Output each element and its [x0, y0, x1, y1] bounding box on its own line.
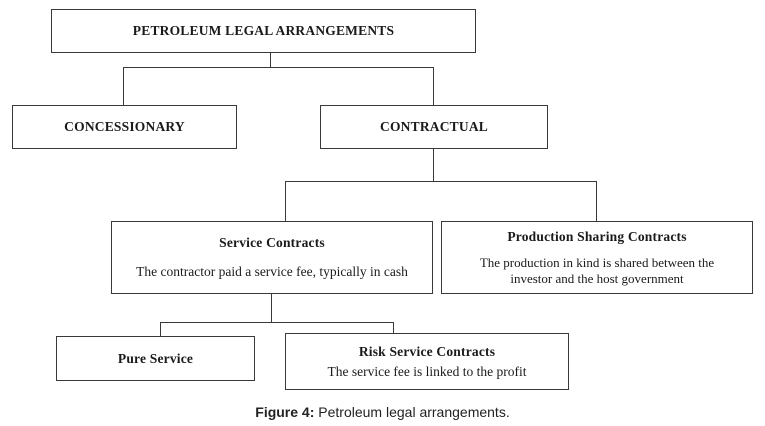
service-contracts-description: The contractor paid a service fee, typic… [136, 264, 408, 279]
production-sharing-description-line1: The production in kind is shared between… [479, 254, 715, 270]
figure-caption: Figure 4: Petroleum legal arrangements. [0, 404, 765, 420]
concessionary-title: CONCESSIONARY [64, 119, 185, 134]
root-title: PETROLEUM LEGAL ARRANGEMENTS [132, 23, 395, 38]
contractual-box: CONTRACTUAL [320, 105, 548, 149]
risk-service-description: The service fee is linked to the profit [327, 363, 527, 379]
connector-to-production-sharing [596, 181, 597, 221]
connector-to-concessionary [123, 67, 124, 105]
figure-caption-label: Figure 4: [255, 404, 315, 420]
connector-root-down [270, 52, 271, 68]
pure-service-title: Pure Service [117, 350, 194, 366]
connector-to-risk-service [393, 322, 394, 333]
connector-to-contractual [433, 67, 434, 105]
production-sharing-box: Production Sharing Contracts The product… [441, 221, 753, 294]
production-sharing-description-line2: investor and the host government [510, 270, 684, 286]
contractual-title: CONTRACTUAL [380, 119, 488, 134]
production-sharing-title: Production Sharing Contracts [507, 228, 687, 244]
risk-service-box: Risk Service Contracts The service fee i… [285, 333, 569, 390]
figure-caption-text: Petroleum legal arrangements. [314, 404, 510, 420]
connector-level3-bar [160, 322, 394, 323]
root-box: PETROLEUM LEGAL ARRANGEMENTS [51, 9, 476, 53]
service-contracts-title: Service Contracts [219, 235, 325, 250]
connector-contractual-down [433, 148, 434, 182]
connector-service-down [271, 293, 272, 323]
risk-service-title: Risk Service Contracts [358, 343, 496, 359]
connector-to-pure-service [160, 322, 161, 336]
concessionary-box: CONCESSIONARY [12, 105, 237, 149]
connector-level1-bar [123, 67, 434, 68]
service-contracts-box: Service Contracts The contractor paid a … [111, 221, 433, 294]
pure-service-box: Pure Service [56, 336, 255, 381]
connector-to-service-contracts [285, 181, 286, 221]
connector-level2-bar [285, 181, 597, 182]
